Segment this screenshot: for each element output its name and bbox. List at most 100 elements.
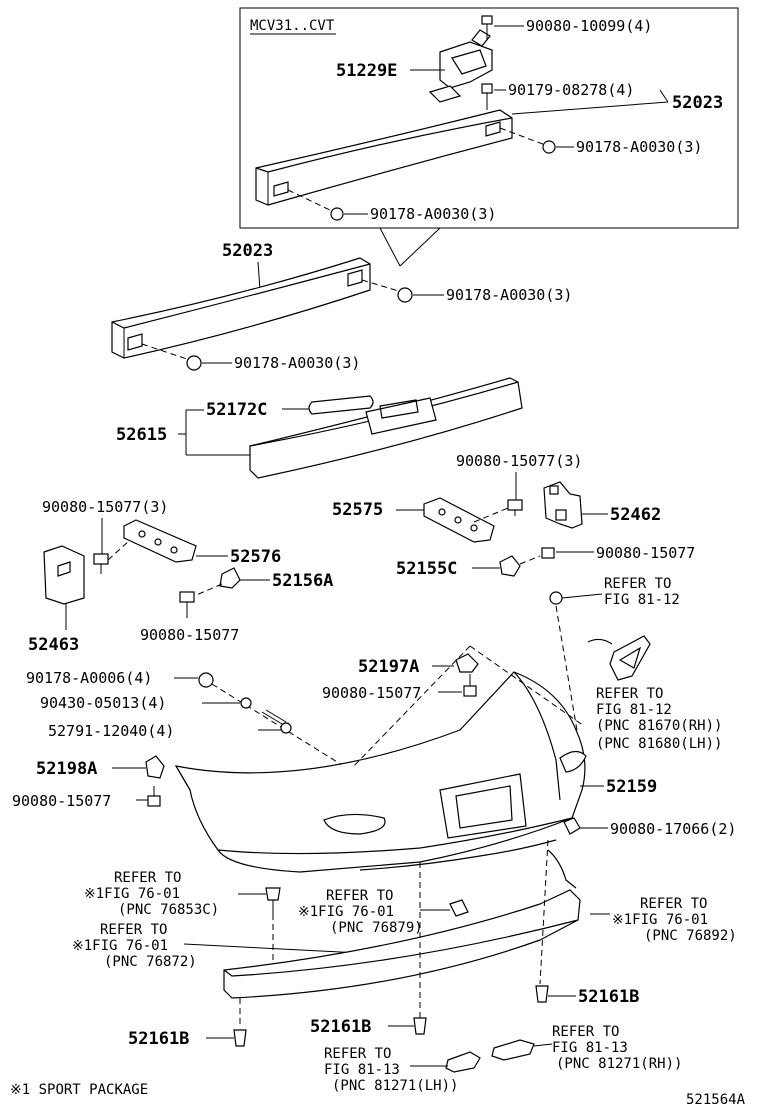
ref-76892-l1: REFER TO	[640, 896, 707, 912]
label-52023-inset: 52023	[672, 93, 723, 113]
inset-title: MCV31..CVT	[250, 18, 335, 34]
clip-76853c-drawing	[265, 887, 281, 914]
reinforcement-52023-drawing	[111, 257, 371, 359]
ref-81-13-lh-l3: (PNC 81271(LH))	[332, 1078, 458, 1094]
ref-81-13-lh-l1: REFER TO	[324, 1046, 391, 1062]
footnote: ※1 SPORT PACKAGE	[10, 1082, 148, 1098]
label-52159: 52159	[606, 777, 657, 797]
label-52463: 52463	[28, 635, 79, 655]
ref-81-12-pnc-l3: (PNC 81670(RH))	[596, 718, 722, 734]
clip-52161b-r-drawing	[535, 985, 549, 1003]
ref-81-12-pnc-l2: FIG 81-12	[596, 702, 672, 718]
ref-81-13-rh-l2: FIG 81-13	[552, 1040, 628, 1056]
clip-52155c-drawing	[499, 555, 521, 577]
label-51229e: 51229E	[336, 61, 397, 81]
bolt-90080-15077-m-drawing	[463, 674, 477, 697]
ref-76879-l3: (PNC 76879)	[330, 920, 423, 936]
label-90080-15077-r: 90080-15077	[596, 544, 695, 562]
bracket-52462-drawing	[543, 481, 583, 529]
ref-81-13-rh-l3: (PNC 81271(RH))	[556, 1056, 682, 1072]
label-52161b-l: 52161B	[128, 1029, 189, 1049]
ref-81-12-pnc-l1: REFER TO	[596, 686, 663, 702]
lower-spoiler-drawing	[223, 849, 581, 999]
label-52576: 52576	[230, 547, 281, 567]
reflector-drawing	[587, 635, 651, 681]
retainer-52576-drawing	[123, 519, 197, 563]
label-52156a: 52156A	[272, 571, 333, 591]
lamp-81271-lh-drawing	[445, 1051, 481, 1073]
ref-76872-l1: REFER TO	[100, 922, 167, 938]
label-90080-15077-l: 90080-15077	[140, 626, 239, 644]
label-52198a: 52198A	[36, 759, 97, 779]
bolt-right-3-drawing	[507, 499, 523, 516]
label-90080-17066: 90080-17066(2)	[610, 820, 736, 838]
label-52161b-m: 52161B	[310, 1017, 371, 1037]
label-90178-a0006: 90178-A0006(4)	[26, 669, 152, 687]
ref-76853c-l3: (PNC 76853C)	[118, 902, 219, 918]
label-90080-15077-m: 90080-15077	[322, 684, 421, 702]
ref-76892-l2: ※1FIG 76-01	[612, 912, 708, 928]
label-90430-05013: 90430-05013(4)	[40, 694, 166, 712]
ref-76879-l1: REFER TO	[326, 888, 393, 904]
bracket-52197a-drawing	[455, 653, 479, 673]
label-52615: 52615	[116, 425, 167, 445]
bolt-90080-10099-drawing	[481, 15, 493, 40]
label-90080-10099: 90080-10099(4)	[526, 17, 652, 35]
inset-frame	[239, 7, 739, 229]
label-52462: 52462	[610, 505, 661, 525]
stud-52791-12040-drawing	[261, 709, 292, 734]
bolt-90179-08278-drawing	[481, 83, 493, 110]
label-90178-a0030-a: 90178-A0030(3)	[446, 286, 572, 304]
nut-refer-81-12	[549, 591, 563, 605]
clip-90080-17066-drawing	[563, 817, 581, 835]
ref-81-12-l2: FIG 81-12	[604, 592, 680, 608]
nut-90178-a0006	[198, 672, 214, 688]
bracket-52463-drawing	[43, 545, 85, 605]
bolt-left-3-drawing	[93, 553, 109, 574]
inset-box: MCV31..CVT 90080-10099(4) 51229E 90179-0…	[239, 7, 739, 267]
ref-76872-l2: ※1FIG 76-01	[72, 938, 168, 954]
bumper-cover-52159-drawing	[174, 671, 587, 873]
inset-pointer	[399, 227, 441, 267]
label-90178-a0030-inset-bottom: 90178-A0030(3)	[370, 205, 496, 223]
label-52197a: 52197A	[358, 657, 419, 677]
label-52161b-r: 52161B	[578, 987, 639, 1007]
label-52172c: 52172C	[206, 400, 267, 420]
label-90178-a0030-b: 90178-A0030(3)	[234, 354, 360, 372]
lamp-81271-rh-drawing	[491, 1039, 535, 1061]
clip-52161b-m-drawing	[413, 1017, 427, 1035]
bolt-90080-15077-r-drawing	[541, 547, 555, 559]
ref-81-13-lh-l2: FIG 81-13	[324, 1062, 400, 1078]
bolt-90080-15077-ll-drawing	[147, 786, 161, 807]
label-52791-12040: 52791-12040(4)	[48, 722, 174, 740]
ref-76853c-l1: REFER TO	[114, 870, 181, 886]
bracket-51229e-drawing	[428, 29, 493, 103]
ref-81-12-pnc-l4: (PNC 81680(LH))	[596, 736, 722, 752]
label-90178-a0030-inset-right: 90178-A0030(3)	[576, 138, 702, 156]
bolt-90080-15077-l-drawing	[179, 591, 195, 618]
ref-81-13-rh-l1: REFER TO	[552, 1024, 619, 1040]
drawing-id: 521564A	[686, 1092, 746, 1108]
absorber-52615-drawing	[249, 377, 523, 479]
inset-reinforcement-drawing	[255, 109, 513, 206]
label-90080-15077-ll: 90080-15077	[12, 792, 111, 810]
ref-76892-l3: (PNC 76892)	[644, 928, 737, 944]
ref-81-12-l1: REFER TO	[604, 576, 671, 592]
label-90080-15077-r3: 90080-15077(3)	[456, 452, 582, 470]
label-52575: 52575	[332, 500, 383, 520]
label-52023: 52023	[222, 241, 273, 261]
ref-76853c-l2: ※1FIG 76-01	[84, 886, 180, 902]
bracket-52198a-drawing	[145, 755, 165, 779]
pad-52172c-drawing	[308, 395, 374, 415]
washer-90430-05013	[240, 697, 252, 709]
clip-76879-drawing	[449, 899, 469, 917]
ref-76879-l2: ※1FIG 76-01	[298, 904, 394, 920]
label-90179-08278: 90179-08278(4)	[508, 81, 634, 99]
retainer-52575-drawing	[423, 497, 495, 543]
clip-52156a-drawing	[219, 567, 241, 589]
clip-52161b-l-drawing	[233, 1029, 247, 1047]
label-90080-15077-l3: 90080-15077(3)	[42, 498, 168, 516]
ref-76872-l3: (PNC 76872)	[104, 954, 197, 970]
label-52155c: 52155C	[396, 559, 457, 579]
